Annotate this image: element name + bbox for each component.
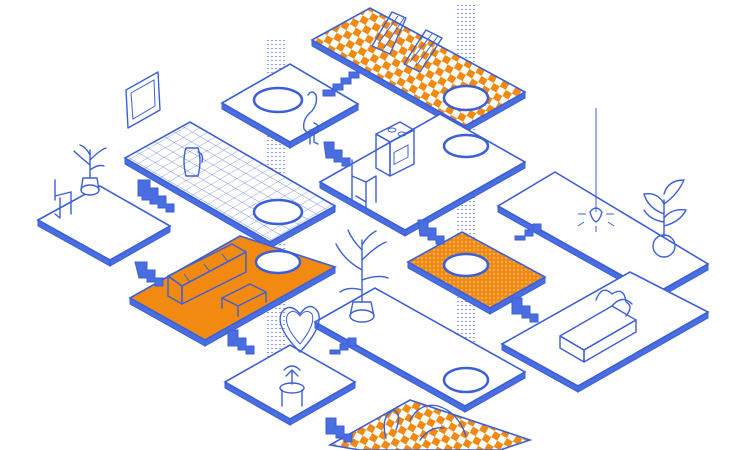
picture-frame-icon [125,71,161,129]
slab-flamingo [220,63,360,149]
potted-palm-icon [73,144,107,196]
chair-icon [351,159,377,209]
side-table-icon [279,365,305,407]
staircase-icon [134,71,542,443]
slab-terrace-checker [310,7,527,133]
slab-kitchen [318,113,527,237]
slab-side-table [223,344,357,426]
vase-icon [183,147,204,177]
monstera-plant-icon [643,179,687,258]
chair-icon [54,179,72,219]
slab-grid [123,121,337,249]
heart-mirror-icon [279,305,320,353]
coffee-table-icon [221,283,267,317]
potted-palm-icon [335,229,389,323]
chair-icon [383,404,467,441]
slab-living-orange [128,235,337,347]
sofa-icon [167,243,247,305]
bed-icon [559,289,637,363]
deck-chair-icon [371,11,443,73]
slab-orange-dotted [406,231,547,315]
stove-icon [375,121,415,177]
slab-bottom-checker [327,399,533,450]
flamingo-icon [302,91,320,145]
hanging-lamp-icon [577,108,615,232]
slab-bedroom [500,271,710,393]
